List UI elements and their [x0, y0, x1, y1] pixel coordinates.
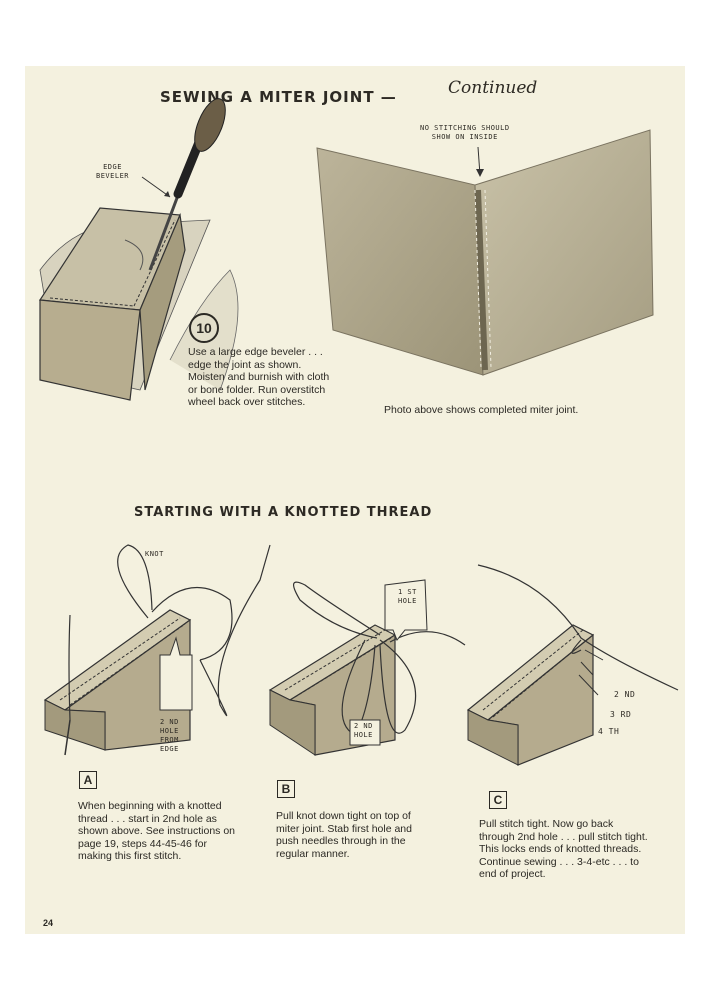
page-title-continued: Continued — [448, 78, 538, 98]
section-title: STARTING WITH A KNOTTED THREAD — [134, 505, 433, 520]
callout-arrow — [141, 176, 171, 198]
photo-caption: Photo above shows completed miter joint. — [384, 404, 579, 416]
page-number: 24 — [43, 918, 54, 928]
second-hole-label: 2 ND HOLE — [354, 722, 373, 739]
third-label: 3 RD — [610, 710, 632, 719]
first-hole-label: 1 ST HOLE — [398, 588, 417, 605]
step-a-illustration — [43, 544, 271, 756]
no-stitching-callout: NO STITCHING SHOULD SHOW ON INSIDE — [420, 124, 510, 141]
step-a-letter: A — [79, 771, 97, 789]
knot-label: KNOT — [145, 550, 164, 558]
step-b-illustration — [268, 579, 466, 756]
step-number-10: 10 — [189, 313, 219, 343]
step-b-letter: B — [277, 780, 295, 798]
step-a-text: When beginning with a knotted thread . .… — [78, 800, 236, 862]
edge-beveler-illustration — [38, 98, 239, 401]
callout-arrow — [476, 146, 484, 177]
step-c-illustration — [466, 564, 679, 766]
step-b-text: Pull knot down tight on top of miter joi… — [276, 810, 412, 860]
fourth-label: 4 TH — [598, 727, 620, 736]
second-hole-from-edge-label: 2 ND HOLE FROM EDGE — [160, 718, 179, 753]
step-c-letter: C — [489, 791, 507, 809]
second-label: 2 ND — [614, 690, 636, 699]
step-10-text: Use a large edge beveler . . . edge the … — [188, 346, 330, 408]
edge-beveler-callout: EDGE BEVELER — [96, 163, 130, 180]
step-c-text: Pull stitch tight. Now go back through 2… — [479, 818, 648, 880]
page-title: SEWING A MITER JOINT — — [160, 88, 397, 106]
miter-joint-photo — [316, 129, 654, 376]
